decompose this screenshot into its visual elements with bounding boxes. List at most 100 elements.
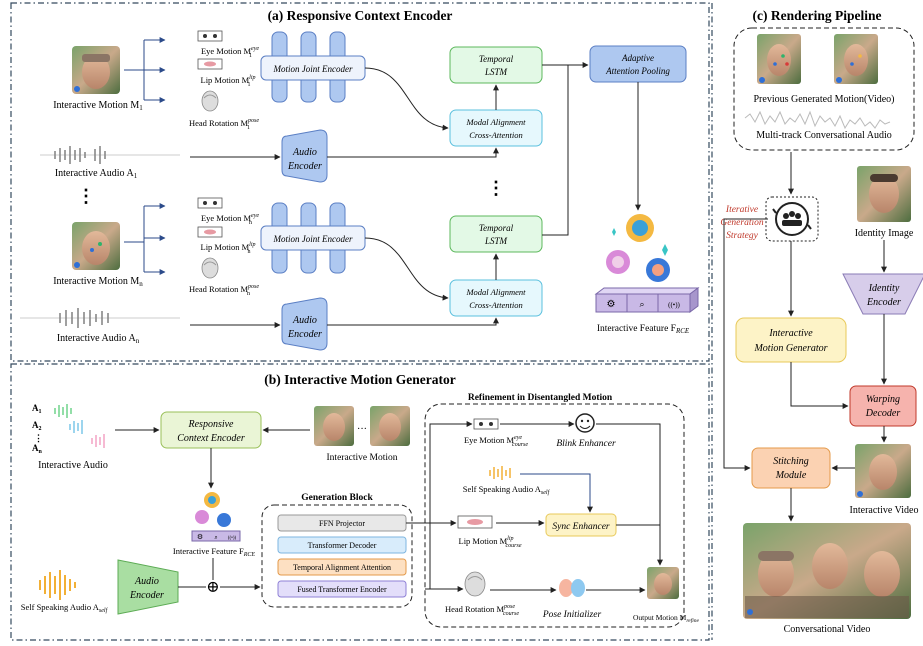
head-icon xyxy=(464,571,486,597)
svg-text:Context Encoder: Context Encoder xyxy=(177,433,245,444)
self-audio-label-2: Self Speaking Audio Aself xyxy=(463,484,551,496)
pose-initializer-label: Pose Initializer xyxy=(542,610,602,620)
interactive-motion-generator-c: Interactive Motion Generator xyxy=(735,317,847,363)
svg-text:Temporal: Temporal xyxy=(479,54,514,64)
svg-text:Cross-Attention: Cross-Attention xyxy=(469,300,523,310)
pose-initializer-icon xyxy=(559,579,585,597)
panel-borders xyxy=(10,2,713,641)
transformer-decoder-label: Transformer Decoder xyxy=(308,541,377,550)
audio-encoder-1: Audio Encoder xyxy=(281,129,328,183)
identity-encoder: Identity Encoder xyxy=(842,273,923,315)
svg-text:Audio: Audio xyxy=(292,147,317,158)
svg-text:An: An xyxy=(32,443,43,455)
gear-icon: ⚙ xyxy=(607,299,616,310)
svg-text:Audio: Audio xyxy=(134,576,159,587)
interactive-motion-n-label: Interactive Motion Mn xyxy=(53,276,143,288)
iterative-strategy-icon xyxy=(765,196,819,242)
audio-encoder-b: Audio Encoder xyxy=(117,559,179,615)
interactive-feature-label-a: Interactive Feature FRCE xyxy=(597,324,690,335)
self-audio-label: Self Speaking Audio Aself xyxy=(21,602,109,614)
panel-a-title: (a) Responsive Context Encoder xyxy=(268,8,453,23)
eye-icon xyxy=(473,418,499,430)
concat-plus-icon: ⊕ xyxy=(206,579,219,596)
eye-icon xyxy=(197,197,223,209)
panel-b-title: (b) Interactive Motion Generator xyxy=(264,372,456,387)
motion-n-photo xyxy=(72,222,120,270)
identity-image-label: Identity Image xyxy=(855,228,914,239)
eye-icon xyxy=(197,30,223,42)
multitrack-audio-label: Multi-track Conversational Audio xyxy=(756,130,892,141)
motion-joint-encoder-1: Motion Joint Encoder xyxy=(260,31,366,103)
svg-text:⋮: ⋮ xyxy=(34,433,43,443)
svg-text:LSTM: LSTM xyxy=(484,236,508,246)
fused-encoder-label: Fused Transformer Encoder xyxy=(297,585,387,594)
self-audio-waveform-2 xyxy=(489,466,511,480)
panel-b-arrows xyxy=(115,421,663,593)
interactive-audio-label-b: Interactive Audio xyxy=(38,460,108,471)
svg-text:A2: A2 xyxy=(32,420,42,432)
svg-text:Module: Module xyxy=(775,470,807,481)
svg-text:⌕: ⌕ xyxy=(214,535,217,541)
generation-block: Generation Block FFN Projector Transform… xyxy=(261,493,413,608)
audio-encoder-n: Audio Encoder xyxy=(281,297,328,351)
conversational-video-photo xyxy=(743,523,911,619)
temporal-lstm-n: Temporal LSTM xyxy=(449,215,543,253)
svg-text:Modal Alignment: Modal Alignment xyxy=(465,117,526,127)
self-audio-waveform xyxy=(39,570,76,600)
svg-text:Cross-Attention: Cross-Attention xyxy=(469,130,523,140)
audio-waveform-n xyxy=(20,308,180,328)
svg-text:LSTM: LSTM xyxy=(484,67,508,77)
svg-text:Motion Joint Encoder: Motion Joint Encoder xyxy=(273,234,353,244)
svg-text:A1: A1 xyxy=(32,403,42,415)
svg-text:Identity: Identity xyxy=(868,283,900,294)
svg-text:Encoder: Encoder xyxy=(866,297,901,308)
panel-c-arrows xyxy=(723,152,887,522)
svg-text:Responsive: Responsive xyxy=(188,419,235,430)
panel-a-arrows xyxy=(190,62,641,328)
interactive-audio-n-label: Interactive Audio An xyxy=(57,333,140,345)
panel-b-border xyxy=(10,363,710,641)
svg-text:Interactive: Interactive xyxy=(768,328,813,339)
ffn-projector-label: FFN Projector xyxy=(319,519,365,528)
sync-enhancer: Sync Enhancer xyxy=(545,513,617,537)
svg-text:⚙: ⚙ xyxy=(197,533,203,541)
temporal-lstm-1: Temporal LSTM xyxy=(449,46,543,84)
temporal-alignment-label: Temporal Alignment Attention xyxy=(293,563,391,572)
svg-text:Stitching: Stitching xyxy=(773,456,809,467)
svg-text:Encoder: Encoder xyxy=(129,590,164,601)
search-icon: ⌕ xyxy=(639,299,644,309)
modal-alignment-n: Modal Alignment Cross-Attention xyxy=(449,279,543,317)
previous-motion-group xyxy=(733,27,915,151)
identity-image-photo xyxy=(857,166,911,222)
motion-1-photo xyxy=(72,46,120,94)
refinement-block: Refinement in Disentangled Motion xyxy=(424,393,685,628)
vdots-mid: ⋮ xyxy=(487,178,505,198)
svg-text:Generation Block: Generation Block xyxy=(301,493,373,503)
warping-decoder: Warping Decoder xyxy=(849,385,917,427)
output-motion-photo xyxy=(647,567,679,599)
iterative-strategy-l1: Iterative xyxy=(725,205,758,215)
interactive-motion-1-label: Interactive Motion M1 xyxy=(53,100,143,112)
modal-alignment-1: Modal Alignment Cross-Attention xyxy=(449,109,543,147)
motion-1-branches xyxy=(124,37,166,103)
motion-joint-encoder-n: Motion Joint Encoder xyxy=(260,202,366,274)
interactive-video-label: Interactive Video xyxy=(850,505,919,516)
interactive-motion-label-b: Interactive Motion xyxy=(327,453,398,463)
audio-waveform-1 xyxy=(40,146,180,164)
svg-text:Warping: Warping xyxy=(866,394,900,405)
responsive-context-encoder-block: Responsive Context Encoder xyxy=(160,411,262,449)
lip-icon xyxy=(197,226,223,238)
motion-n-branches xyxy=(124,203,166,275)
iterative-strategy-l2: Generation xyxy=(720,218,764,228)
svg-text:···: ··· xyxy=(357,424,367,435)
broadcast-icon: ((•)) xyxy=(668,301,680,309)
svg-text:Decoder: Decoder xyxy=(865,408,901,419)
